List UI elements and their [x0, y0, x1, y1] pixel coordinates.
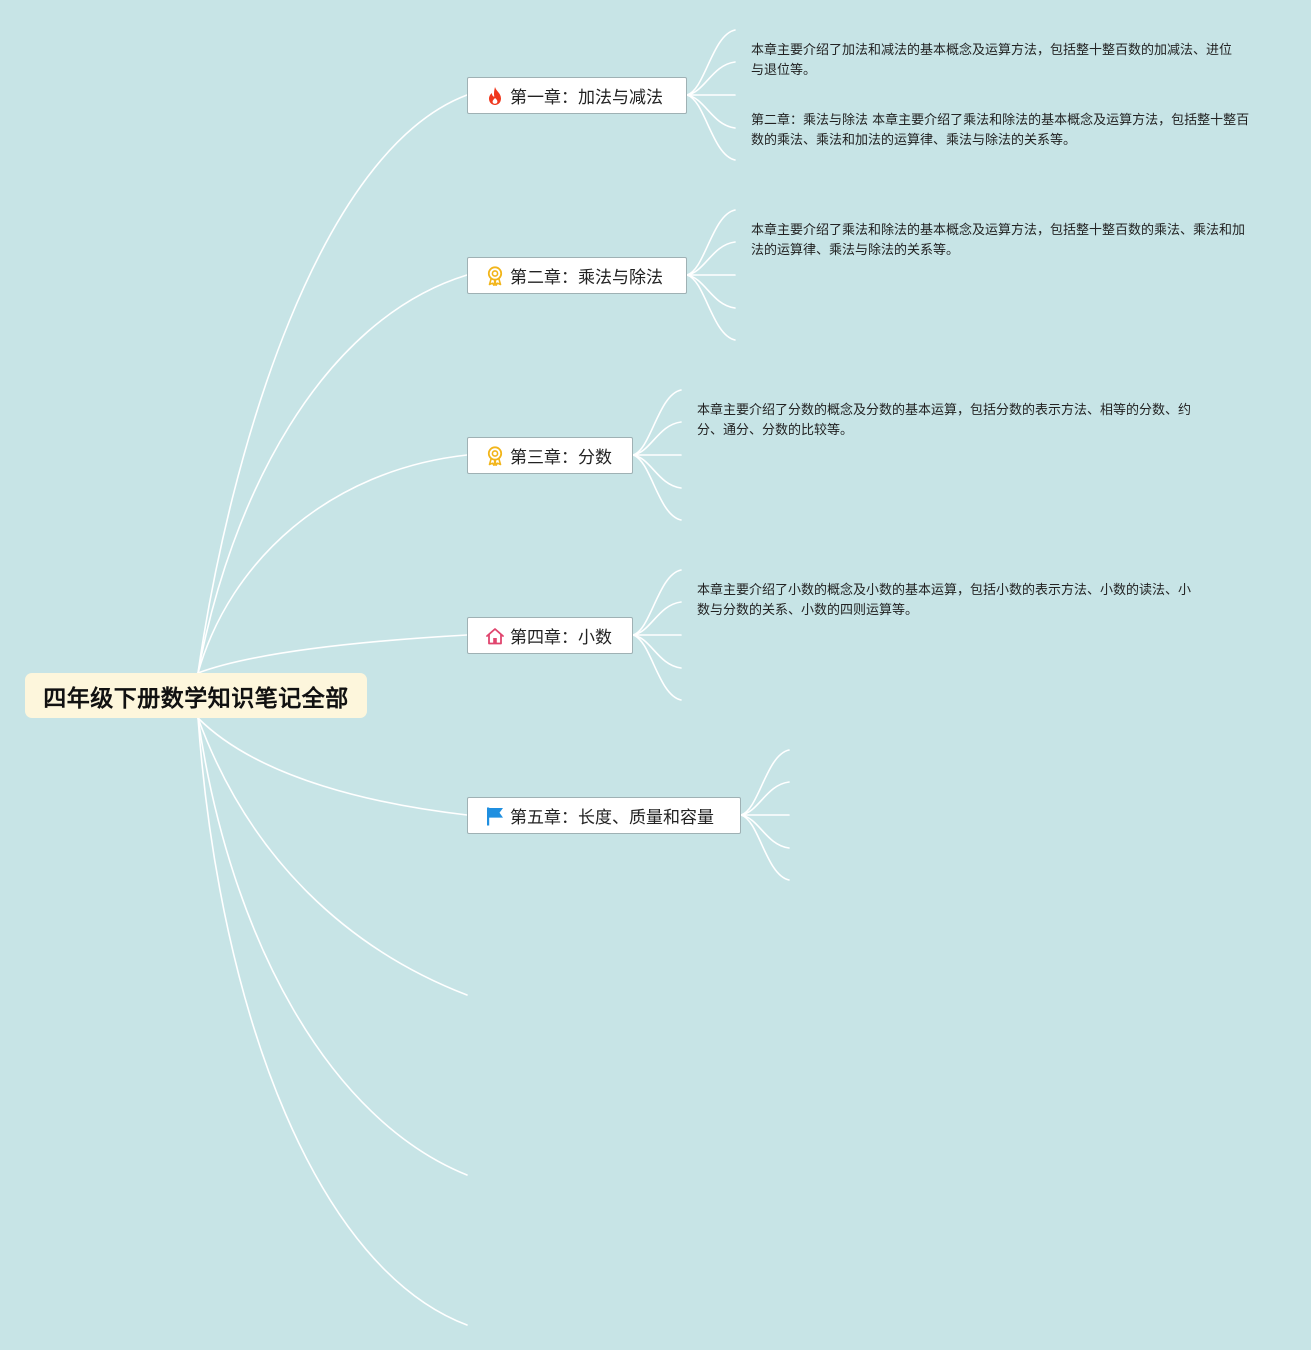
- chapter-4-title: 第四章：小数: [510, 628, 612, 648]
- root-title: 四年级下册数学知识笔记全部: [43, 685, 349, 712]
- flame-icon: [484, 85, 506, 107]
- chapter-1-note-2: 第二章：乘法与除法 本章主要介绍了乘法和除法的基本概念及运算方法，包括整十整百数…: [751, 113, 1250, 148]
- award-icon: [484, 265, 506, 287]
- branch-to-chapter-5: [197, 717, 468, 816]
- award-icon: [484, 445, 506, 467]
- branch-to-chapter-2: [197, 274, 468, 674]
- branch-empty-6: [197, 717, 468, 996]
- flag-icon: [484, 805, 506, 827]
- chapter-1-note-1: 本章主要介绍了加法和减法的基本概念及运算方法，包括整十整百数的加减法、进位与退位…: [751, 43, 1233, 78]
- chapter-2-title: 第二章：乘法与除法: [510, 268, 663, 288]
- branch-to-chapter-4: [197, 634, 468, 674]
- chapter-3-node[interactable]: 第三章：分数: [467, 437, 633, 474]
- chapter-1-node[interactable]: 第一章：加法与减法: [467, 77, 687, 114]
- branch-empty-8: [197, 717, 468, 1326]
- chapter-1-title: 第一章：加法与减法: [510, 88, 663, 108]
- home-icon: [484, 625, 506, 647]
- branch-empty-7: [197, 717, 468, 1176]
- branch-to-chapter-3: [197, 454, 468, 674]
- chapter-2-node[interactable]: 第二章：乘法与除法: [467, 257, 687, 294]
- chapter-3-note-1: 本章主要介绍了分数的概念及分数的基本运算，包括分数的表示方法、相等的分数、约分、…: [697, 403, 1192, 438]
- chapter-4-note-1: 本章主要介绍了小数的概念及小数的基本运算，包括小数的表示方法、小数的读法、小数与…: [697, 583, 1192, 618]
- branch-to-chapter-1: [197, 94, 468, 674]
- chapter-5-node[interactable]: 第五章：长度、质量和容量: [467, 797, 741, 834]
- chapter-2-note-1: 本章主要介绍了乘法和除法的基本概念及运算方法，包括整十整百数的乘法、乘法和加法的…: [751, 223, 1246, 258]
- root-topic[interactable]: 四年级下册数学知识笔记全部: [25, 673, 367, 718]
- chapter-3-title: 第三章：分数: [510, 448, 612, 468]
- chapter-5-title: 第五章：长度、质量和容量: [510, 808, 714, 828]
- chapter-4-node[interactable]: 第四章：小数: [467, 617, 633, 654]
